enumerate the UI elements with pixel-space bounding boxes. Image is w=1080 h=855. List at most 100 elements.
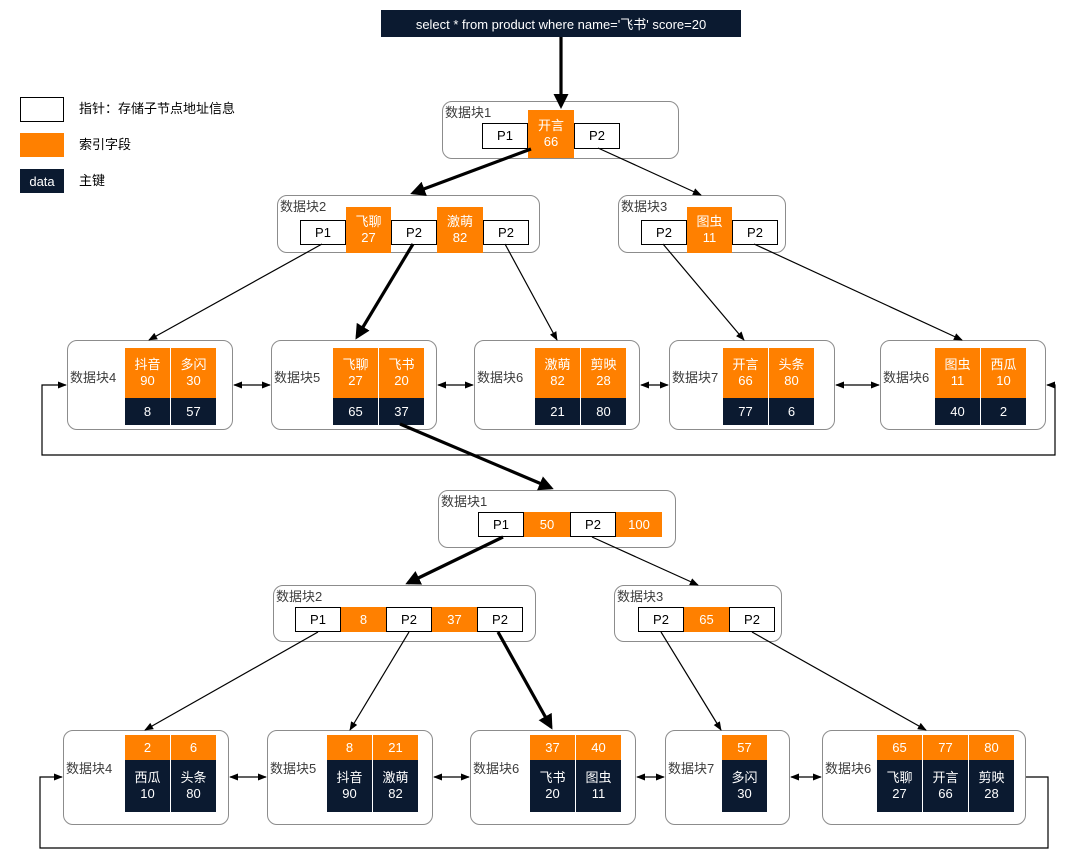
arrow-upper-block2-p2-to-leaf5 bbox=[355, 243, 415, 340]
row-name: 图虫 bbox=[585, 770, 612, 785]
row-name: 开言 bbox=[932, 770, 959, 785]
index-name: 抖音 bbox=[134, 357, 161, 372]
index-key-cell: 飞聊 27 bbox=[346, 207, 391, 253]
row-score: 10 bbox=[140, 786, 155, 801]
lower-leaf-block-4: 数据块4 2 6 西瓜 10 头条 80 bbox=[63, 730, 229, 825]
pointer-cell: P2 bbox=[641, 220, 687, 245]
block-title: 数据块4 bbox=[66, 761, 113, 776]
block-title: 数据块2 bbox=[280, 199, 327, 214]
legend-index-field-swatch bbox=[20, 133, 64, 157]
block-title: 数据块2 bbox=[276, 589, 323, 604]
index-score: 30 bbox=[186, 373, 201, 388]
pointer-cell: P1 bbox=[478, 512, 524, 537]
index-name: 图虫 bbox=[944, 357, 971, 372]
row-score: 90 bbox=[342, 786, 357, 801]
primary-key-cell: 77 bbox=[723, 398, 768, 425]
lower-block-3: 数据块3 P2 65 P2 bbox=[614, 585, 782, 642]
index-key-cell: 8 bbox=[341, 607, 386, 632]
index-key-cell: 头条 80 bbox=[769, 348, 814, 398]
row-data-cell: 图虫 11 bbox=[576, 760, 621, 812]
primary-key-cell: 80 bbox=[969, 735, 1014, 760]
index-key-cell: 100 bbox=[616, 512, 662, 537]
row-name: 飞书 bbox=[539, 770, 566, 785]
index-score: 11 bbox=[702, 230, 717, 245]
lower-root-block: 数据块1 P1 50 P2 100 bbox=[438, 490, 676, 548]
pointer-cell: P2 bbox=[570, 512, 616, 537]
block-title: 数据块4 bbox=[70, 370, 117, 385]
index-name: 多闪 bbox=[180, 357, 207, 372]
index-key-cell: 飞聊 27 bbox=[333, 348, 378, 398]
arrow-lower-block2-p3-to-leaf6 bbox=[496, 631, 553, 730]
index-name: 飞聊 bbox=[342, 357, 369, 372]
lower-leaf-block-6b: 数据块6 65 77 80 飞聊 27 开言 66 剪映 28 bbox=[822, 730, 1026, 825]
pointer-cell: P2 bbox=[732, 220, 778, 245]
primary-key-cell: 6 bbox=[769, 398, 814, 425]
primary-key-cell: 37 bbox=[530, 735, 575, 760]
upper-block-3: 数据块3 P2 图虫 11 P2 bbox=[618, 195, 786, 253]
primary-key-cell: 6 bbox=[171, 735, 216, 760]
legend-index-field-label: 索引字段 bbox=[79, 137, 132, 152]
pointer-cell: P2 bbox=[391, 220, 437, 245]
index-score: 82 bbox=[550, 373, 565, 388]
index-key-cell: 剪映 28 bbox=[581, 348, 626, 398]
primary-key-cell: 21 bbox=[535, 398, 580, 425]
row-data-cell: 飞聊 27 bbox=[877, 760, 922, 812]
index-key-cell: 37 bbox=[432, 607, 477, 632]
row-data-cell: 西瓜 10 bbox=[125, 760, 170, 812]
block-title: 数据块7 bbox=[668, 761, 715, 776]
index-score: 27 bbox=[348, 373, 363, 388]
primary-key-cell: 8 bbox=[327, 735, 372, 760]
upper-root-block: 数据块1 P1 开言 66 P2 bbox=[442, 101, 679, 159]
index-name: 飞书 bbox=[388, 357, 415, 372]
arrow-upper-block3-p2-to-leaf6b bbox=[753, 243, 963, 341]
block-title: 数据块6 bbox=[883, 370, 930, 385]
upper-leaf-block-6b: 数据块6 图虫 11 西瓜 10 40 2 bbox=[880, 340, 1046, 430]
pointer-cell: P2 bbox=[729, 607, 775, 632]
primary-key-cell: 40 bbox=[935, 398, 980, 425]
upper-block-2: 数据块2 P1 飞聊 27 P2 激萌 82 P2 bbox=[277, 195, 540, 253]
block-title: 数据块6 bbox=[825, 761, 872, 776]
pointer-cell: P2 bbox=[638, 607, 684, 632]
pointer-cell: P1 bbox=[295, 607, 341, 632]
primary-key-cell: 40 bbox=[576, 735, 621, 760]
primary-key-cell: 57 bbox=[722, 735, 767, 760]
row-name: 多闪 bbox=[731, 770, 758, 785]
index-name: 图虫 bbox=[696, 214, 723, 229]
upper-leaf-block-7: 数据块7 开言 66 头条 80 77 6 bbox=[669, 340, 835, 430]
upper-leaf-block-5: 数据块5 飞聊 27 飞书 20 65 37 bbox=[271, 340, 437, 430]
primary-key-cell: 57 bbox=[171, 398, 216, 425]
index-name: 飞聊 bbox=[355, 214, 382, 229]
sql-query-text: select * from product where name='飞书' sc… bbox=[415, 17, 707, 32]
index-score: 90 bbox=[140, 373, 155, 388]
upper-leaf-block-6: 数据块6 激萌 82 剪映 28 21 80 bbox=[474, 340, 640, 430]
row-name: 西瓜 bbox=[134, 770, 161, 785]
index-key-cell: 激萌 82 bbox=[535, 348, 580, 398]
row-data-cell: 多闪 30 bbox=[722, 760, 767, 812]
index-score: 82 bbox=[452, 230, 468, 245]
row-data-cell: 抖音 90 bbox=[327, 760, 372, 812]
index-name: 剪映 bbox=[590, 357, 617, 372]
arrow-lower-block3-p1-to-leaf7 bbox=[660, 631, 722, 731]
arrow-upper-block3-p1-to-leaf7 bbox=[662, 243, 745, 341]
row-data-cell: 头条 80 bbox=[171, 760, 216, 812]
index-score: 28 bbox=[596, 373, 611, 388]
block-title: 数据块6 bbox=[477, 370, 524, 385]
pointer-cell: P2 bbox=[483, 220, 529, 245]
row-name: 剪映 bbox=[978, 770, 1005, 785]
lower-leaf-block-7: 数据块7 57 多闪 30 bbox=[665, 730, 790, 825]
row-score: 27 bbox=[892, 786, 907, 801]
legend-primary-key-swatch: data bbox=[20, 169, 64, 193]
row-data-cell: 剪映 28 bbox=[969, 760, 1014, 812]
index-key-cell: 开言 66 bbox=[723, 348, 768, 398]
index-key-cell: 抖音 90 bbox=[125, 348, 170, 398]
primary-key-cell: 65 bbox=[333, 398, 378, 425]
primary-key-cell: 21 bbox=[373, 735, 418, 760]
index-name: 头条 bbox=[778, 357, 805, 372]
primary-key-cell: 80 bbox=[581, 398, 626, 425]
index-name: 激萌 bbox=[544, 357, 571, 372]
index-key-cell: 开言 66 bbox=[528, 110, 574, 158]
row-score: 30 bbox=[737, 786, 752, 801]
row-name: 激萌 bbox=[382, 770, 409, 785]
arrow-lower-block2-p2-to-leaf5 bbox=[349, 631, 410, 731]
